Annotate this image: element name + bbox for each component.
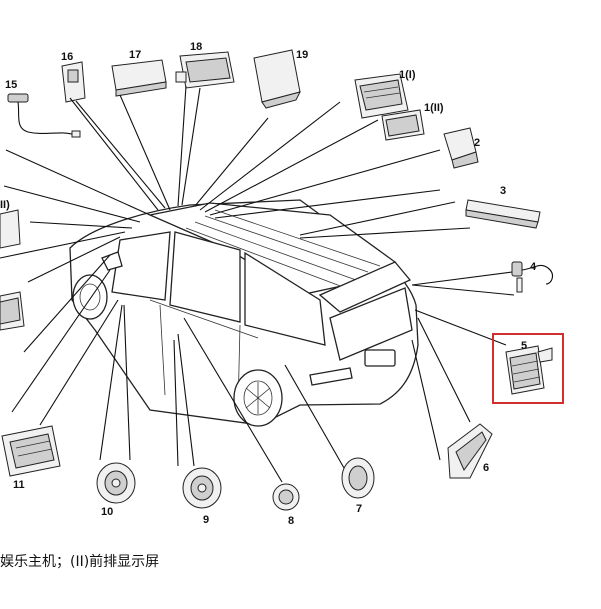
component-15-sensor bbox=[7, 93, 81, 138]
component-10-speaker bbox=[96, 462, 136, 504]
component-17-box bbox=[111, 59, 167, 97]
callout-15: 15 bbox=[5, 79, 17, 91]
vehicle-outline bbox=[69, 199, 419, 427]
callout-6: 6 bbox=[483, 462, 489, 474]
component-1-display bbox=[381, 109, 425, 141]
callout-3: 3 bbox=[500, 185, 506, 197]
callout-1-ii: 1(II) bbox=[424, 102, 444, 114]
callout-ii-left: II) bbox=[0, 199, 10, 211]
component-1-head-unit bbox=[354, 73, 409, 119]
component-7-speaker bbox=[341, 457, 375, 499]
callout-16: 16 bbox=[61, 51, 73, 63]
component-16-module bbox=[61, 61, 86, 103]
callout-17: 17 bbox=[129, 49, 141, 61]
callout-19: 19 bbox=[296, 49, 308, 61]
callout-10: 10 bbox=[101, 506, 113, 518]
callout-18: 18 bbox=[190, 41, 202, 53]
callout-5: 5 bbox=[521, 340, 527, 352]
callout-2: 2 bbox=[474, 137, 480, 149]
callout-4: 4 bbox=[530, 261, 537, 273]
callout-labels: 15 16 17 18 19 1(I) 1(II) 2 3 4 5 6 7 8 … bbox=[0, 41, 537, 527]
callout-9: 9 bbox=[203, 514, 209, 526]
component-4-sensor bbox=[511, 261, 554, 293]
component-9-speaker bbox=[182, 467, 222, 509]
highlight-box-component-5 bbox=[492, 333, 564, 404]
callout-11: 11 bbox=[13, 479, 25, 491]
component-5-module bbox=[505, 345, 553, 395]
component-2-module bbox=[443, 127, 479, 169]
component-3-antenna bbox=[465, 199, 541, 229]
component-8-speaker bbox=[272, 483, 300, 511]
component-left-display-partial bbox=[0, 209, 25, 331]
component-19-module bbox=[253, 49, 301, 109]
callout-8: 8 bbox=[288, 515, 294, 527]
component-6-sensor bbox=[447, 423, 493, 479]
caption-text: 娱乐主机；(II)前排显示屏 bbox=[0, 554, 160, 570]
callout-1-i: 1(I) bbox=[399, 69, 416, 81]
component-18-controller bbox=[175, 51, 235, 89]
callout-7: 7 bbox=[356, 503, 362, 515]
leader-lines bbox=[0, 85, 515, 483]
component-11-amplifier bbox=[1, 425, 61, 477]
